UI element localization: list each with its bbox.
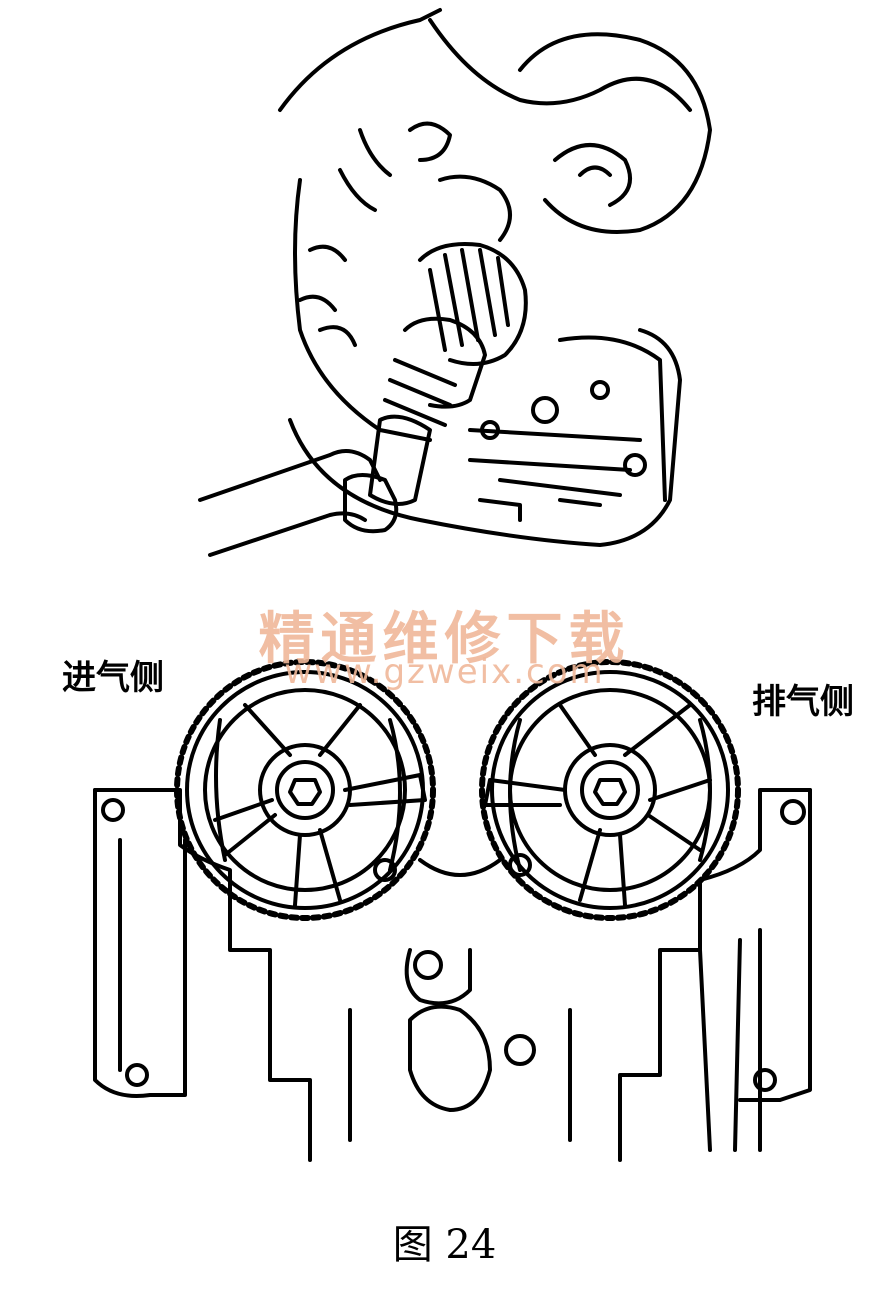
exhaust-camshaft-gear bbox=[479, 659, 741, 921]
watermark-text: 精通维修下载 bbox=[258, 606, 631, 672]
intake-camshaft-gear bbox=[174, 659, 436, 921]
watermark-url: www.gzweix.com bbox=[284, 652, 605, 692]
top-drawing-wrench-on-camshaft bbox=[198, 8, 712, 557]
exhaust-side-label: 排气侧 bbox=[752, 682, 854, 722]
figure-caption: 图 24 bbox=[392, 1222, 497, 1268]
intake-side-label: 进气侧 bbox=[62, 658, 164, 698]
bottom-drawing-cylinder-head bbox=[93, 659, 812, 1162]
